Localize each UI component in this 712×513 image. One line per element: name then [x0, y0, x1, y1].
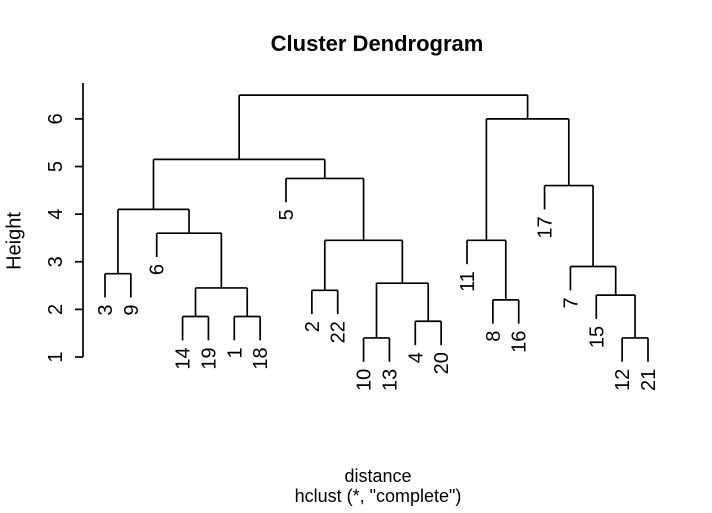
leaf-label-4: 4: [405, 352, 427, 363]
y-tick-label-3: 3: [45, 256, 67, 267]
leaf-label-3: 3: [95, 304, 117, 315]
leaf-label-22: 22: [328, 321, 350, 343]
leaf-label-18: 18: [250, 347, 272, 369]
leaf-label-10: 10: [354, 369, 376, 391]
leaf-label-7: 7: [560, 297, 582, 308]
chart-title: Cluster Dendrogram: [270, 31, 484, 56]
leaf-label-13: 13: [379, 369, 401, 391]
y-tick-label-5: 5: [45, 161, 67, 172]
y-axis-label: Height: [3, 212, 26, 270]
leaf-label-11: 11: [457, 271, 479, 292]
leaf-label-5: 5: [276, 209, 298, 220]
leaf-label-1: 1: [224, 347, 246, 358]
y-tick-label-1: 1: [45, 351, 67, 362]
hclust-call-subtitle: hclust (*, "complete"): [294, 485, 462, 506]
y-tick-label-4: 4: [45, 209, 67, 220]
leaf-label-21: 21: [638, 369, 660, 391]
leaf-label-2: 2: [302, 321, 324, 332]
leaf-label-19: 19: [198, 347, 220, 369]
y-tick-label-2: 2: [45, 304, 67, 315]
leaf-label-14: 14: [173, 347, 195, 369]
x-axis-label-block: distance hclust (*, "complete"): [294, 466, 462, 506]
leaf-label-8: 8: [483, 331, 505, 342]
leaf-label-6: 6: [147, 264, 169, 275]
leaf-label-20: 20: [431, 352, 453, 374]
leaf-label-12: 12: [612, 369, 634, 391]
leaf-label-9: 9: [121, 304, 143, 315]
leaf-label-16: 16: [509, 331, 531, 353]
y-tick-label-6: 6: [45, 113, 67, 124]
leaf-label-17: 17: [535, 216, 557, 238]
leaf-label-15: 15: [586, 326, 608, 348]
x-axis-label: distance: [344, 466, 412, 486]
